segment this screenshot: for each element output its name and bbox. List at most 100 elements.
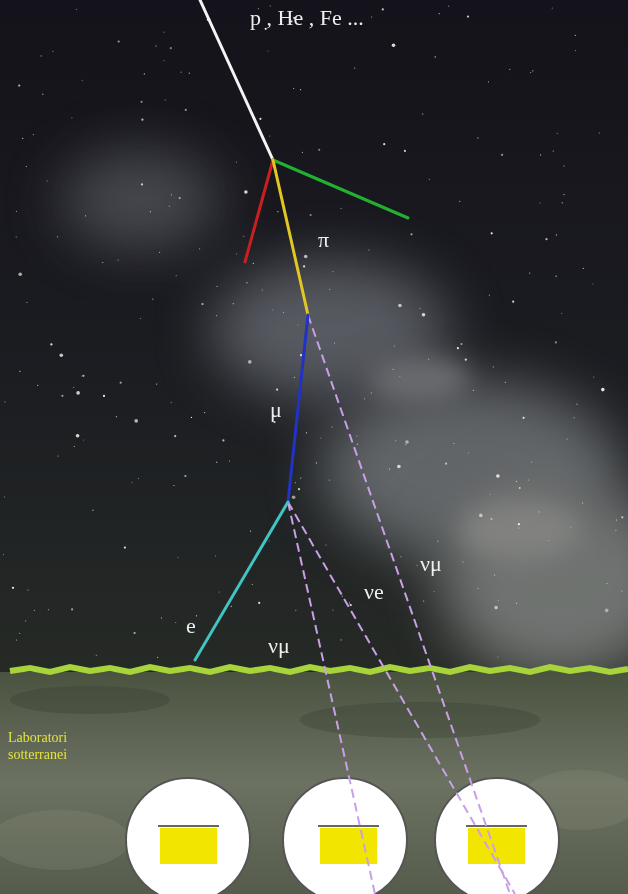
neutrino-label: νμ	[268, 634, 290, 658]
star	[82, 80, 83, 81]
milky-way-glow	[370, 356, 470, 404]
star	[467, 16, 469, 18]
star	[76, 9, 77, 10]
laboratory	[126, 778, 250, 894]
star	[27, 590, 28, 591]
star	[357, 444, 358, 445]
star	[81, 375, 82, 376]
star	[176, 275, 177, 276]
star	[429, 179, 430, 180]
star	[479, 514, 483, 518]
star	[371, 17, 372, 18]
star	[433, 591, 434, 592]
star	[216, 462, 217, 463]
star	[354, 68, 355, 69]
star	[156, 45, 157, 46]
star	[316, 462, 317, 463]
star	[349, 602, 350, 603]
star	[184, 475, 186, 477]
star	[398, 304, 402, 308]
star	[460, 343, 462, 345]
star	[356, 435, 357, 436]
star	[19, 633, 20, 634]
star	[16, 211, 17, 212]
neutrino-track	[288, 502, 375, 894]
star	[171, 402, 172, 403]
star	[244, 190, 248, 194]
star	[574, 417, 575, 418]
star	[350, 604, 352, 606]
star	[215, 555, 216, 556]
star	[601, 388, 605, 392]
star	[297, 324, 298, 325]
star	[437, 541, 438, 542]
star	[71, 608, 73, 610]
detector-top	[318, 825, 379, 827]
star	[512, 301, 514, 303]
star	[102, 262, 103, 263]
star	[599, 132, 600, 133]
star	[26, 302, 27, 303]
star	[439, 13, 440, 14]
star	[405, 440, 409, 444]
star	[428, 359, 429, 360]
star	[292, 496, 296, 500]
neutrino-label: νe	[364, 580, 384, 604]
star	[231, 606, 232, 607]
star	[394, 345, 395, 346]
star	[47, 180, 48, 181]
milky-way-glow	[60, 150, 220, 250]
star	[272, 309, 273, 310]
star	[18, 85, 20, 87]
star	[16, 236, 17, 237]
star	[523, 417, 525, 419]
star	[269, 540, 270, 541]
star	[325, 544, 326, 545]
star	[157, 657, 158, 658]
star	[83, 440, 84, 441]
star	[529, 273, 530, 274]
star	[175, 622, 176, 623]
star	[57, 236, 58, 237]
star	[423, 601, 424, 602]
star	[185, 109, 187, 111]
star	[473, 390, 474, 391]
star	[532, 70, 533, 71]
star	[518, 523, 520, 525]
star	[621, 516, 623, 518]
star	[539, 202, 540, 203]
star	[553, 150, 554, 151]
milky-way-glow	[460, 500, 580, 560]
star	[169, 206, 170, 207]
star	[229, 460, 230, 461]
star	[258, 602, 260, 604]
star	[152, 299, 153, 300]
star	[575, 50, 576, 51]
laboratory	[283, 778, 407, 894]
star	[364, 398, 365, 399]
star	[371, 392, 372, 393]
star	[459, 201, 460, 202]
star	[501, 154, 503, 156]
star	[82, 375, 84, 377]
star	[509, 69, 510, 70]
star	[494, 575, 495, 576]
star	[300, 478, 301, 479]
star	[615, 530, 616, 531]
star	[222, 439, 224, 441]
rock-shade	[10, 686, 170, 714]
star	[76, 434, 80, 438]
star	[177, 557, 178, 558]
muon-track	[288, 315, 308, 502]
star	[320, 437, 321, 438]
milky-way-glow	[320, 380, 620, 560]
star	[304, 255, 308, 259]
star	[556, 234, 557, 235]
lab-hall	[283, 778, 407, 894]
star	[478, 588, 479, 589]
star	[516, 603, 517, 604]
star	[488, 81, 489, 82]
star	[490, 518, 492, 520]
